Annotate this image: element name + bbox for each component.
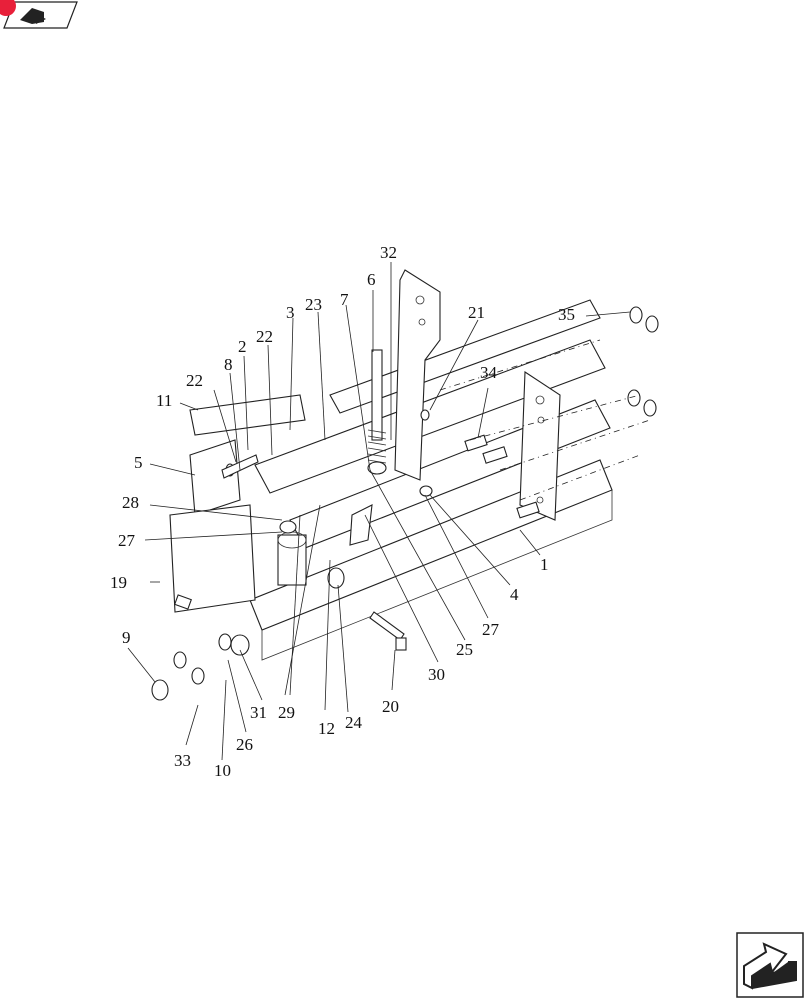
callout-35: 35 bbox=[558, 305, 575, 324]
manual-page-icon bbox=[20, 8, 46, 24]
arrow-next-icon bbox=[743, 942, 797, 990]
leader-lines bbox=[127, 262, 631, 761]
callout-32: 32 bbox=[380, 243, 397, 262]
status-badge bbox=[0, 0, 16, 16]
callout-2: 2 bbox=[238, 337, 247, 356]
callout-8: 8 bbox=[224, 355, 233, 374]
spring-rod bbox=[349, 349, 387, 546]
callout-22: 22 bbox=[186, 371, 203, 390]
callout-19: 19 bbox=[110, 573, 127, 592]
callout-29: 29 bbox=[278, 703, 295, 722]
callout-11: 11 bbox=[156, 391, 172, 410]
callout-24: 24 bbox=[345, 713, 363, 732]
callout-4: 4 bbox=[510, 585, 519, 604]
page-tab[interactable] bbox=[0, 0, 80, 30]
callout-1: 1 bbox=[540, 555, 549, 574]
callout-25: 25 bbox=[456, 640, 473, 659]
callout-27: 27 bbox=[118, 531, 136, 550]
callout-23: 23 bbox=[305, 295, 322, 314]
center-lines bbox=[439, 339, 651, 501]
side-plates bbox=[394, 269, 561, 521]
callout-34: 34 bbox=[480, 363, 498, 382]
callout-7: 7 bbox=[340, 290, 349, 309]
callout-6: 6 bbox=[367, 270, 376, 289]
next-page-button[interactable] bbox=[736, 932, 804, 998]
callout-21: 21 bbox=[468, 303, 485, 322]
callout-5: 5 bbox=[134, 453, 143, 472]
callout-3: 3 bbox=[286, 303, 295, 322]
callout-12: 12 bbox=[318, 719, 335, 738]
callout-10: 10 bbox=[214, 761, 231, 780]
callout-27: 27 bbox=[482, 620, 500, 639]
bolts bbox=[174, 434, 540, 651]
callout-26: 26 bbox=[236, 735, 253, 754]
frame-beams bbox=[249, 299, 613, 661]
left-housing bbox=[169, 394, 307, 613]
callout-31: 31 bbox=[250, 703, 267, 722]
callout-labels: 32 6 7 21 35 23 3 22 2 8 22 11 34 5 28 2… bbox=[110, 243, 575, 780]
callout-20: 20 bbox=[382, 697, 399, 716]
callout-33: 33 bbox=[174, 751, 191, 770]
callout-9: 9 bbox=[122, 628, 131, 647]
callout-22: 22 bbox=[256, 327, 273, 346]
callout-30: 30 bbox=[428, 665, 445, 684]
callout-28: 28 bbox=[122, 493, 139, 512]
